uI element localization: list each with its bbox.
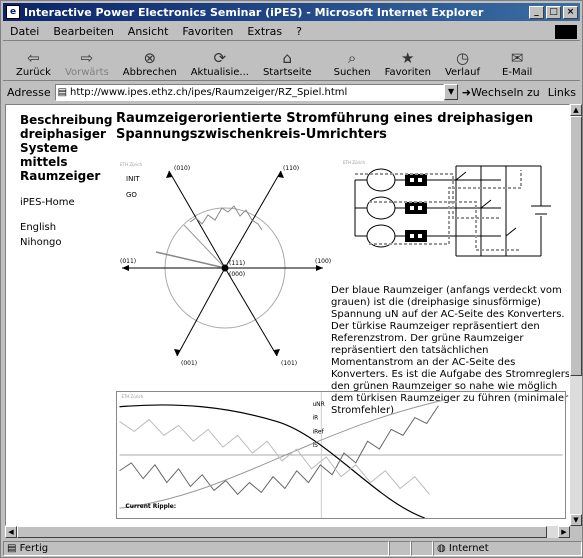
scroll-up-button[interactable]: ▲	[570, 104, 582, 116]
go-button[interactable]: ➜Wechseln zu	[461, 85, 540, 99]
horizontal-scroll-thumb[interactable]	[17, 526, 547, 538]
horizontal-scrollbar[interactable]: ◀ ▶	[5, 526, 570, 538]
converter-circuit-diagram: ETH Zürich	[343, 160, 551, 257]
sidebar-link-english[interactable]: English	[20, 222, 57, 233]
page-content: Beschreibung dreiphasiger Systeme mittel…	[5, 104, 570, 526]
svg-text:(110): (110)	[283, 165, 299, 172]
refresh-icon: ⟳	[213, 49, 227, 67]
go-applet-button[interactable]: GO	[126, 191, 137, 199]
address-label: Adresse	[7, 85, 51, 99]
svg-text:ETH Zürich: ETH Zürich	[121, 394, 143, 399]
origin-dot	[221, 264, 229, 272]
page-icon: ▤	[57, 86, 68, 98]
internet-zone-icon: ◍	[437, 543, 449, 554]
links-button[interactable]: Links	[547, 85, 576, 99]
address-dropdown-button[interactable]: ▼	[444, 84, 458, 100]
waveform-applet: ETH Zürich uNR iR iRef iS Current Ripple…	[116, 391, 566, 519]
menu-bearbeiten[interactable]: Bearbeiten	[53, 25, 114, 38]
stop-icon: ⊗	[143, 49, 157, 67]
space-vector-applet[interactable]: ETH Zürich INIT GO	[118, 160, 333, 375]
page-title: Raumzeigerorientierte Stromführung eines…	[116, 111, 534, 142]
favorites-icon: ★	[401, 49, 415, 67]
address-url: http://www.ipes.ethz.ch/ipes/Raumzeiger/…	[70, 86, 348, 98]
mail-button[interactable]: ✉ E-Mail	[502, 49, 533, 78]
svg-text:ETH Zürich: ETH Zürich	[343, 160, 365, 165]
page-status-icon: ▤	[7, 543, 20, 554]
svg-text:iRef: iRef	[312, 429, 324, 435]
svg-text:iS: iS	[312, 443, 318, 449]
title-bar: e Interactive Power Electronics Seminar …	[3, 3, 580, 21]
status-text: ▤ Fertig	[3, 541, 389, 556]
svg-text:iR: iR	[312, 416, 318, 422]
waveform-unr	[119, 404, 425, 518]
svg-text:(111): (111)	[229, 260, 245, 267]
mail-icon: ✉	[510, 49, 524, 67]
favorites-button[interactable]: ★ Favoriten	[384, 49, 431, 78]
svg-text:(100): (100)	[315, 258, 331, 265]
status-bar: ▤ Fertig ◍ Internet	[3, 541, 582, 557]
svg-text:(000): (000)	[229, 271, 245, 278]
scroll-down-button[interactable]: ▼	[570, 514, 582, 526]
init-button[interactable]: INIT	[126, 175, 140, 183]
menu-ansicht[interactable]: Ansicht	[127, 25, 169, 38]
menu-datei[interactable]: Datei	[10, 25, 40, 38]
back-button[interactable]: ⇦ Zurück	[16, 49, 51, 78]
vector-arrowheads	[122, 171, 323, 356]
address-bar: Adresse ▤ http://www.ipes.ethz.ch/ipes/R…	[3, 82, 580, 102]
search-button[interactable]: ⌕ Suchen	[333, 49, 371, 78]
close-button[interactable]: ×	[563, 5, 578, 19]
vector-labels: (010) (110) (011) (100) (111) (000) (001…	[120, 165, 331, 367]
current-trajectory	[189, 205, 263, 231]
current-ripple-label: Current Ripple:	[125, 504, 176, 510]
ie-logo-icon: e	[6, 5, 20, 19]
reference-current-vector	[183, 224, 226, 269]
maximize-button[interactable]: □	[546, 5, 561, 19]
minimize-button[interactable]: _	[529, 5, 544, 19]
svg-text:(001): (001)	[181, 360, 197, 367]
sidebar: Beschreibung dreiphasiger Systeme mittel…	[20, 113, 113, 248]
forward-arrow-icon: ⇨	[80, 49, 94, 67]
menu-help[interactable]: ?	[296, 25, 302, 38]
menu-favoriten[interactable]: Favoriten	[182, 25, 234, 38]
sidebar-link-ipes-home[interactable]: iPES-Home	[20, 197, 75, 208]
scroll-left-button[interactable]: ◀	[5, 526, 17, 538]
history-button[interactable]: ◷ Verlauf	[444, 49, 481, 78]
menu-bar: Datei Bearbeiten Ansicht Favoriten Extra…	[3, 23, 580, 41]
waveform-legend: uNR iR iRef iS	[312, 402, 324, 449]
svg-text:(010): (010)	[174, 165, 190, 172]
toolbar: ⇦ Zurück ⇨ Vorwärts ⊗ Abbrechen ⟳ Aktual…	[3, 43, 580, 81]
waveform-iref	[119, 399, 445, 509]
windows-logo-icon	[555, 24, 577, 39]
svg-text:(011): (011)	[120, 258, 136, 265]
applet-label: ETH Zürich	[120, 162, 142, 167]
zone-indicator: ◍ Internet	[433, 541, 582, 556]
vertical-scrollbar[interactable]: ▲ ▼	[570, 104, 582, 526]
search-icon: ⌕	[347, 49, 357, 67]
menu-extras[interactable]: Extras	[247, 25, 283, 38]
stop-button[interactable]: ⊗ Abbrechen	[122, 49, 177, 78]
sidebar-link-nihongo[interactable]: Nihongo	[20, 237, 62, 248]
address-input[interactable]: ▤ http://www.ipes.ethz.ch/ipes/Raumzeige…	[54, 83, 445, 101]
forward-button[interactable]: ⇨ Vorwärts	[64, 49, 109, 78]
svg-text:uNR: uNR	[312, 402, 324, 408]
back-arrow-icon: ⇦	[27, 49, 40, 67]
home-icon: ⌂	[282, 49, 293, 67]
waveform-ir	[119, 405, 439, 496]
waveform-is	[119, 418, 430, 495]
refresh-button[interactable]: ⟳ Aktualisie...	[190, 49, 249, 78]
window-title: Interactive Power Electronics Seminar (i…	[24, 5, 484, 19]
history-icon: ◷	[455, 49, 470, 67]
sidebar-heading: Beschreibung dreiphasiger Systeme mittel…	[20, 113, 113, 183]
home-button[interactable]: ⌂ Startseite	[262, 49, 312, 78]
svg-text:(101): (101)	[281, 360, 297, 367]
switching-vectors	[122, 170, 323, 357]
vertical-scroll-thumb[interactable]	[570, 116, 582, 376]
scroll-right-button[interactable]: ▶	[558, 526, 570, 538]
description-text: Der blaue Raumzeiger (anfangs verdeckt v…	[331, 285, 570, 416]
voltage-vector	[155, 251, 226, 269]
